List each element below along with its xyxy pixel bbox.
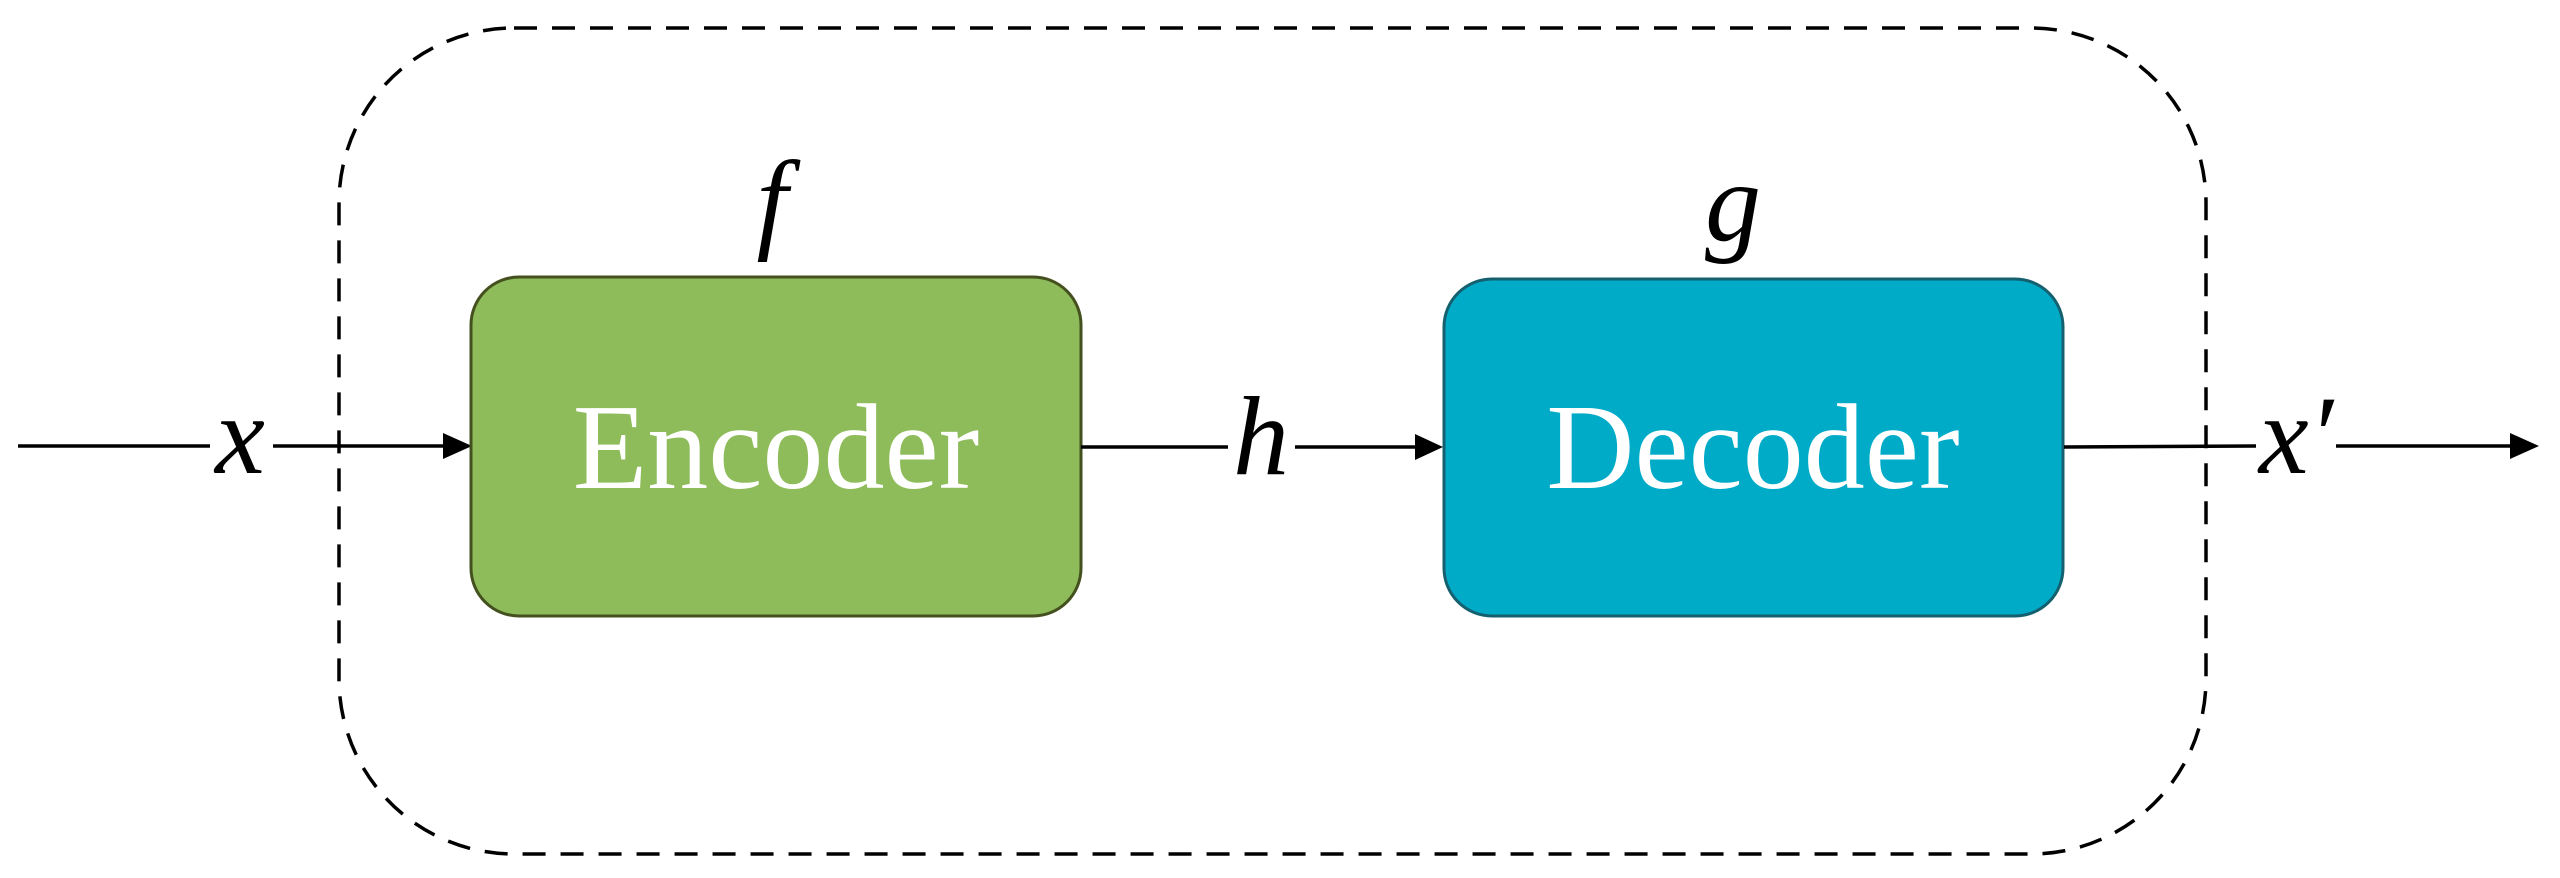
encoder-function-label: f (756, 139, 801, 263)
input-label: x (213, 374, 265, 498)
output-arrowhead-icon (2510, 433, 2539, 459)
code-arrow (1081, 434, 1443, 460)
decoder-block: Decoder (1442, 277, 2065, 618)
output-arrow (2063, 433, 2539, 459)
output-label: x′ (2257, 374, 2335, 498)
encoder-label: Encoder (573, 380, 979, 515)
dashed-boundary (337, 26, 2208, 856)
code-label: h (1233, 375, 1289, 499)
code-arrowhead-icon (1415, 434, 1443, 460)
output-line-left (2063, 444, 2257, 449)
decoder-box (1442, 277, 2065, 618)
input-arrow (18, 433, 472, 459)
input-arrowhead-icon (443, 433, 472, 459)
encoder-block: Encoder (469, 275, 1083, 618)
decoder-label: Decoder (1546, 380, 1959, 515)
decoder-function-label: g (1705, 141, 1761, 265)
